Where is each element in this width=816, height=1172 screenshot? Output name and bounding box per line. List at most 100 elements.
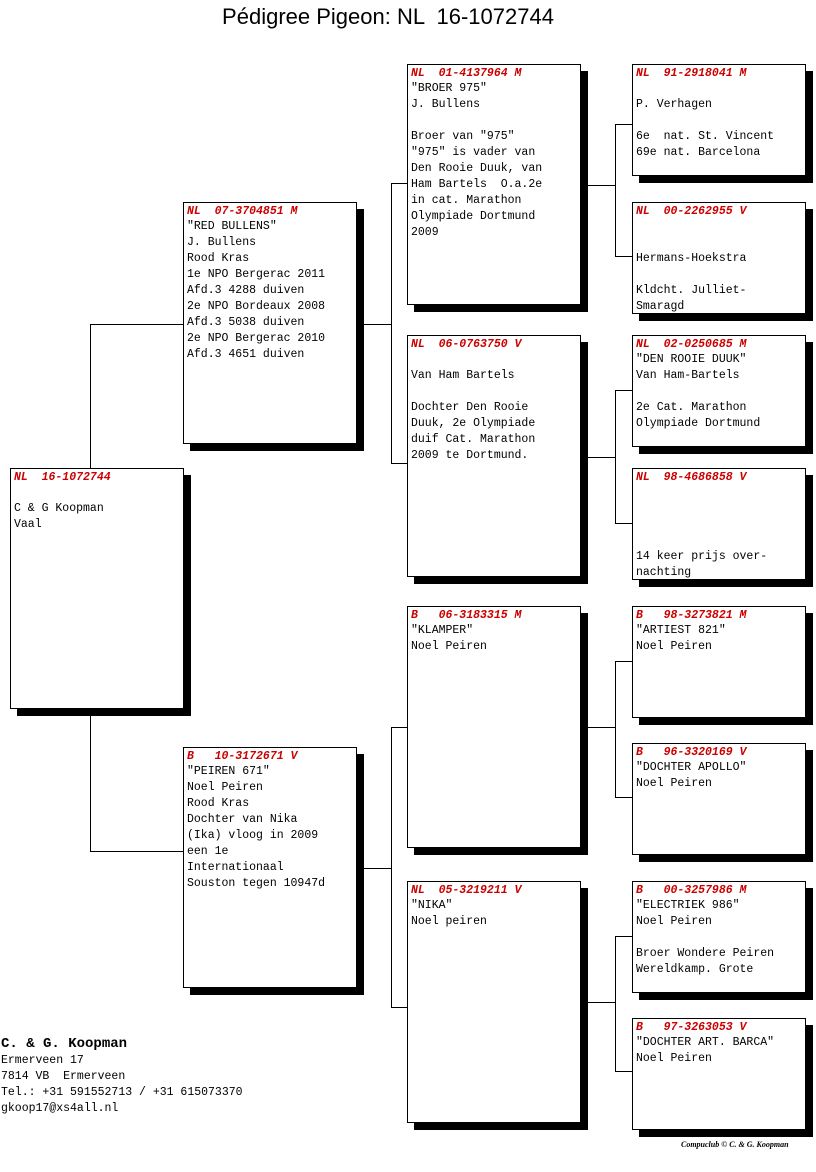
connector xyxy=(615,390,632,391)
connector xyxy=(615,661,616,798)
pigeon-info-line: Dochter van Nika xyxy=(187,813,298,826)
pigeon-info-line xyxy=(14,485,180,501)
pigeon-info-line: Souston tegen 10947d xyxy=(187,877,326,890)
pigeon-info-line xyxy=(636,930,802,946)
owner-contact-block: C. & G. Koopman Ermerveen 17 7814 VB Erm… xyxy=(1,1035,243,1117)
ring-number: NL 00-2262955 V xyxy=(636,205,747,218)
pigeon-info-line: Noel Peiren xyxy=(636,915,712,928)
owner-city: 7814 VB Ermerveen xyxy=(1,1070,126,1083)
owner-email[interactable]: gkoop17@xs4all.nl xyxy=(1,1102,119,1115)
pigeon-info-line: Rood Kras xyxy=(187,252,250,265)
pigeon-info-line: "975" is vader van xyxy=(411,146,536,159)
pigeon-card-ancestor-4: NL 98-4686858 V 14 keer prijs over-nachti… xyxy=(632,468,806,580)
pigeon-info-line: Olympiade Dortmund xyxy=(636,417,761,430)
pigeon-info-line xyxy=(411,113,577,129)
pigeon-info-line: 6e nat. St. Vincent xyxy=(636,130,775,143)
pigeon-info-line: Duuk, 2e Olympiade xyxy=(411,417,536,430)
ring-number: NL 16-1072744 xyxy=(14,471,111,484)
pigeon-info-line: Noel Peiren xyxy=(636,777,712,790)
pigeon-info-line: 2e NPO Bergerac 2010 xyxy=(187,332,326,345)
ring-number: B 98-3273821 M xyxy=(636,609,747,622)
pigeon-info-line: 1e NPO Bergerac 2011 xyxy=(187,268,326,281)
connector xyxy=(580,727,615,728)
pigeon-info-line xyxy=(636,517,802,533)
pigeon-info-line: Wereldkamp. Grote xyxy=(636,963,754,976)
pigeon-info-line: Broer Wondere Peiren xyxy=(636,947,775,960)
owner-phone: Tel.: +31 591552713 / +31 615073370 xyxy=(1,1086,243,1099)
pigeon-info-line: Afd.3 5038 duiven xyxy=(187,316,305,329)
connector xyxy=(615,390,616,524)
pigeon-info-line: 2e Cat. Marathon xyxy=(636,401,747,414)
pigeon-info-line xyxy=(636,235,802,251)
connector xyxy=(391,727,392,1008)
ring-number: NL 07-3704851 M xyxy=(187,205,298,218)
ring-number: NL 98-4686858 V xyxy=(636,471,747,484)
pigeon-info-line: Olympiade Dortmund xyxy=(411,210,536,223)
ring-number: B 97-3263053 V xyxy=(636,1021,747,1034)
connector xyxy=(615,797,632,798)
connector xyxy=(615,523,632,524)
connector xyxy=(391,727,407,728)
pigeon-info-line: Internationaal xyxy=(187,861,284,874)
pigeon-info-line: Noel Peiren xyxy=(636,1052,712,1065)
pigeon-card-ancestor-5: B 98-3273821 M "ARTIEST 821" Noel Peiren xyxy=(632,606,806,718)
pigeon-info-line: 2009 xyxy=(411,226,439,239)
connector xyxy=(90,851,184,852)
connector xyxy=(615,936,616,1072)
pigeon-info-line: 69e nat. Barcelona xyxy=(636,146,761,159)
pigeon-info-line: 2e NPO Bordeaux 2008 xyxy=(187,300,326,313)
pigeon-info-line: Broer van "975" xyxy=(411,130,515,143)
pigeon-info-line: P. Verhagen xyxy=(636,98,712,111)
connector xyxy=(391,463,407,464)
pigeon-info-line: Hermans-Hoekstra xyxy=(636,252,747,265)
ring-number: B 00-3257986 M xyxy=(636,884,747,897)
ring-number: B 06-3183315 M xyxy=(411,609,522,622)
pigeon-card-ancestor-8: B 97-3263053 V "DOCHTER ART. BARCA" Noel P… xyxy=(632,1018,806,1130)
connector xyxy=(615,661,632,662)
ring-number: NL 06-0763750 V xyxy=(411,338,522,351)
pigeon-card-granddam-maternal: NL 05-3219211 V"NIKA"Noel peiren xyxy=(407,881,581,1123)
pigeon-info-line: nachting xyxy=(636,566,692,579)
pigeon-info-line: 14 keer prijs over- xyxy=(636,550,768,563)
pigeon-info-line: Noel Peiren xyxy=(636,640,712,653)
ring-number: NL 01-4137964 M xyxy=(411,67,522,80)
connector xyxy=(356,868,391,869)
pigeon-info-line: "KLAMPER" xyxy=(411,624,474,637)
connector xyxy=(580,457,615,458)
pigeon-info-line: "ELECTRIEK 986" xyxy=(636,899,740,912)
pigeon-info-line: 2009 te Dortmund. xyxy=(411,449,529,462)
pigeon-info-line: J. Bullens xyxy=(187,236,257,249)
pigeon-info-line xyxy=(636,81,802,97)
pigeon-info-line: "DOCHTER ART. BARCA" xyxy=(636,1036,775,1049)
connector xyxy=(356,324,391,325)
pigeon-info-line xyxy=(636,485,802,501)
pigeon-info-line: duif Cat. Marathon xyxy=(411,433,536,446)
pigeon-info-line xyxy=(636,219,802,235)
pigeon-info-line: Afd.3 4288 duiven xyxy=(187,284,305,297)
pigeon-card-ancestor-3: NL 02-0250685 M"DEN ROOIE DUUK"Van Ham-B… xyxy=(632,335,806,447)
connector xyxy=(391,183,407,184)
connector xyxy=(580,185,615,186)
pigeon-card-ancestor-7: B 00-3257986 M "ELECTRIEK 986" Noel Peiren… xyxy=(632,881,806,993)
pigeon-info-line: "PEIREN 671" xyxy=(187,765,270,778)
pigeon-info-line: "ARTIEST 821" xyxy=(636,624,726,637)
owner-name: C. & G. Koopman xyxy=(1,1036,128,1052)
pigeon-info-line: "DOCHTER APOLLO" xyxy=(636,761,747,774)
pigeon-info-line: een 1e xyxy=(187,845,229,858)
connector xyxy=(615,124,632,125)
pigeon-info-line: "DEN ROOIE DUUK" xyxy=(636,353,747,366)
ring-number: NL 05-3219211 V xyxy=(411,884,522,897)
pigeon-card-ancestor-6: B 96-3320169 V"DOCHTER APOLLO"Noel Peire… xyxy=(632,743,806,855)
pigeon-info-line: Noel Peiren xyxy=(187,781,263,794)
pigeon-info-line: Dochter Den Rooie xyxy=(411,401,529,414)
ring-number: NL 02-0250685 M xyxy=(636,338,747,351)
connector xyxy=(580,1002,615,1003)
pigeon-info-line: C & G Koopman xyxy=(14,502,104,515)
connector xyxy=(90,324,184,325)
connector xyxy=(615,124,616,257)
